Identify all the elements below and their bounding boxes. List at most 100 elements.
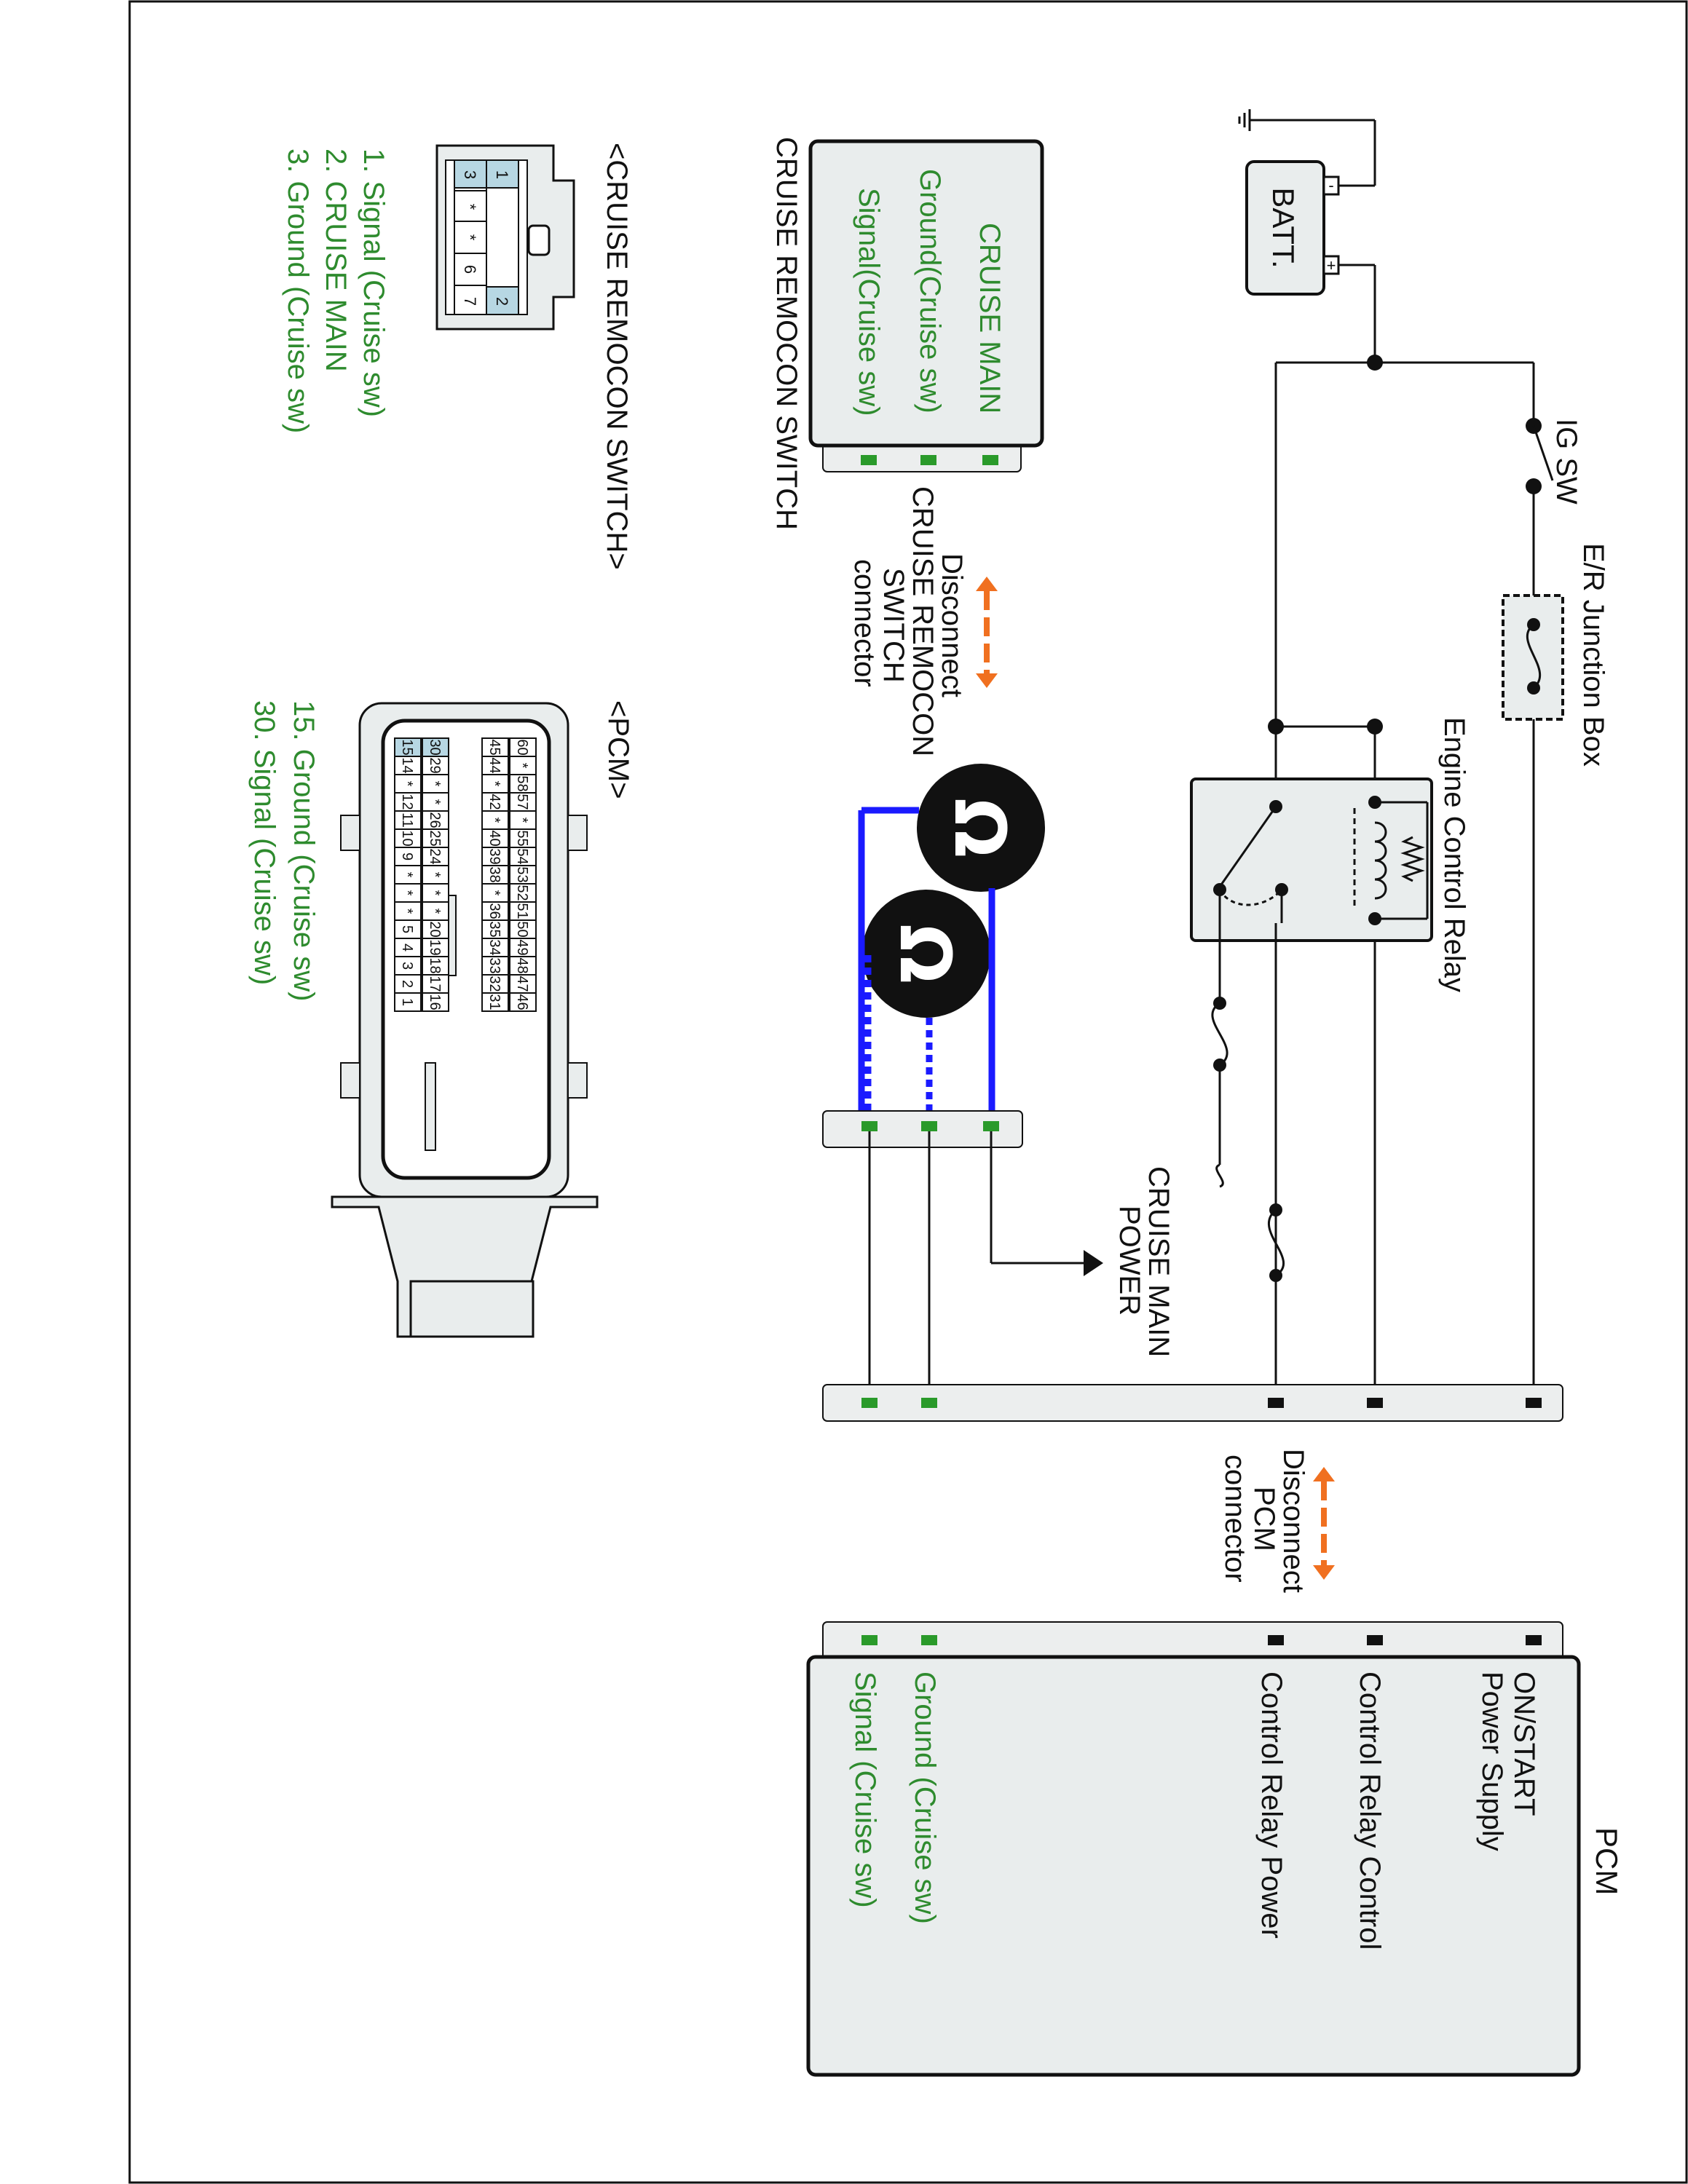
ig-switch: IG SW xyxy=(1526,363,1582,1409)
pcm-pin-label: * xyxy=(514,818,530,823)
switch-disconnect-line2: CRUISE REMOCON xyxy=(907,486,939,756)
switch-pin-5: * xyxy=(461,234,479,241)
switch-pin-signal: Signal(Cruise sw) xyxy=(853,188,885,416)
pcm-pin-label: * xyxy=(486,818,502,823)
pcm-pin-label: * xyxy=(427,872,443,878)
pcm-pin-label: 26 xyxy=(427,812,443,828)
pcm-pin-label: 36 xyxy=(486,903,502,919)
pcm-module-title: PCM xyxy=(1590,1827,1624,1895)
pcm-pin-cell xyxy=(422,901,449,921)
pcm-pin-cell xyxy=(422,865,449,885)
pcm-pin-label: * xyxy=(399,909,415,914)
pcm-pin-label: 29 xyxy=(427,757,443,773)
pcm-pin-label: 5 xyxy=(399,925,415,933)
pcm-pin-label: 32 xyxy=(486,976,502,992)
switch-legend-2: 2. CRUISE MAIN xyxy=(320,149,352,372)
cruise-main-power-arrow xyxy=(1084,1250,1103,1276)
pcm-pin-label: 34 xyxy=(486,939,502,955)
pcm-pin-label: 16 xyxy=(427,994,443,1010)
switch-pin-ground: Ground(Cruise sw) xyxy=(914,169,946,414)
switch-legend-1: 1. Signal (Cruise sw) xyxy=(358,149,390,417)
ground-symbol xyxy=(1238,109,1376,187)
pcm-pin-label: 9 xyxy=(399,852,415,860)
pcm-pin-label: * xyxy=(427,890,443,896)
pcm-pin-cell xyxy=(509,847,537,866)
pcm-pin-relay-control: Control Relay Control xyxy=(1354,1671,1386,1950)
pcm-pin-label: 48 xyxy=(514,957,530,973)
pcm-pin-signal: Signal (Cruise sw) xyxy=(849,1671,881,1908)
pcm-pin-label: 2 xyxy=(399,980,415,988)
switch-pin-7: 7 xyxy=(461,297,479,306)
pcm-pin-label: 49 xyxy=(514,939,530,955)
engine-control-relay: Engine Control Relay xyxy=(1190,717,1470,992)
pcm-disconnect-line3: connector xyxy=(1219,1455,1251,1583)
pcm-pin-label: 54 xyxy=(514,848,530,864)
pcm-pin-label: 39 xyxy=(486,848,502,864)
battery-minus-label: - xyxy=(1328,176,1333,194)
pcm-disconnect-arrow xyxy=(1313,1467,1335,1580)
pcm-pin-cell xyxy=(481,883,509,903)
pcm-pin-label: 42 xyxy=(486,794,502,810)
pcm-pin-grid: 60*5857*555453525150494847464544*42*4039… xyxy=(394,737,537,1012)
pcm-pin-cell xyxy=(394,974,422,994)
switch-disconnect-line1: Disconnect xyxy=(936,553,968,697)
pcm-pin-label: 50 xyxy=(514,921,530,937)
pcm-pin-label: 24 xyxy=(427,848,443,864)
pcm-pin-label: 19 xyxy=(427,939,443,955)
pcm-harness-connector xyxy=(822,1384,1563,1422)
ohmmeter-upper-symbol: Ω xyxy=(939,798,1020,858)
pcm-pin-label: 46 xyxy=(514,994,530,1010)
pcm-pin-cell xyxy=(422,774,449,794)
ohmmeter-lower: Ω xyxy=(862,890,990,1018)
pcm-pin-label: 51 xyxy=(514,903,530,919)
pcm-pin-cell xyxy=(509,956,537,976)
pcm-pin-power-supply: Power Supply xyxy=(1476,1671,1508,1851)
pcm-pin-label: 10 xyxy=(399,830,415,846)
battery-label: BATT. xyxy=(1266,187,1301,268)
pcm-pin-label: 1 xyxy=(399,998,415,1006)
cruise-switch-module: CRUISE MAIN Ground(Cruise sw) Signal(Cru… xyxy=(770,137,1044,530)
switch-pin-3: 3 xyxy=(461,170,479,179)
pcm-pin-label: 30 xyxy=(427,739,443,755)
switch-pin-cruise-main: CRUISE MAIN xyxy=(974,223,1006,414)
pcm-pin-cell xyxy=(481,847,509,866)
relay-label: Engine Control Relay xyxy=(1438,717,1470,992)
pcm-pin-cell xyxy=(481,956,509,976)
pcm-pin-label: 58 xyxy=(514,775,530,791)
pcm-pin-on-start: ON/START xyxy=(1508,1671,1540,1816)
pcm-pin-cell xyxy=(394,938,422,957)
pcm-pin-cell xyxy=(422,756,449,775)
pcm-pin-label: 14 xyxy=(399,757,415,773)
ohmmeter-upper: Ω xyxy=(917,764,1045,892)
pcm-pin-label: * xyxy=(427,799,443,805)
pcm-pin-label: * xyxy=(399,781,415,787)
pcm-pin-label: 12 xyxy=(399,794,415,810)
pcm-pin-label: 57 xyxy=(514,794,530,810)
pcm-pin-cell xyxy=(481,810,509,830)
pcm-legend-30: 30. Signal (Cruise sw) xyxy=(248,700,280,985)
switch-connector-title: <CRUISE REMOCON SWITCH> xyxy=(601,143,633,570)
pcm-pin-label: * xyxy=(399,872,415,878)
pcm-pin-cell xyxy=(394,901,422,921)
pcm-pin-label: 38 xyxy=(486,866,502,882)
pcm-pin-cell xyxy=(481,992,509,1012)
page-frame xyxy=(128,0,1688,2184)
switch-disconnect-line4: connector xyxy=(848,559,880,687)
pcm-pin-label: 55 xyxy=(514,830,530,846)
pcm-pin-label: * xyxy=(427,781,443,787)
pcm-module: PCM ON/START Power Supply Control Relay … xyxy=(806,1621,1624,2077)
ig-switch-label: IG SW xyxy=(1550,419,1582,505)
switch-disconnect-line3: SWITCH xyxy=(877,568,910,683)
switch-pin-1: 1 xyxy=(493,170,511,179)
pcm-pin-cell xyxy=(481,756,509,775)
pcm-connector-face: 60*5857*555453525150494847464544*42*4039… xyxy=(331,702,599,1338)
pcm-pin-label: 17 xyxy=(427,976,443,992)
pcm-pin-cell xyxy=(422,828,449,848)
battery: - + BATT. xyxy=(1245,160,1340,296)
pcm-disconnect-line1: Disconnect xyxy=(1277,1449,1309,1593)
pcm-legend-15: 15. Ground (Cruise sw) xyxy=(288,700,320,1001)
switch-pin-6: 6 xyxy=(461,265,479,274)
pcm-pin-label: * xyxy=(514,763,530,769)
pcm-pin-label: 15 xyxy=(399,739,415,755)
pcm-pin-cell xyxy=(509,992,537,1012)
